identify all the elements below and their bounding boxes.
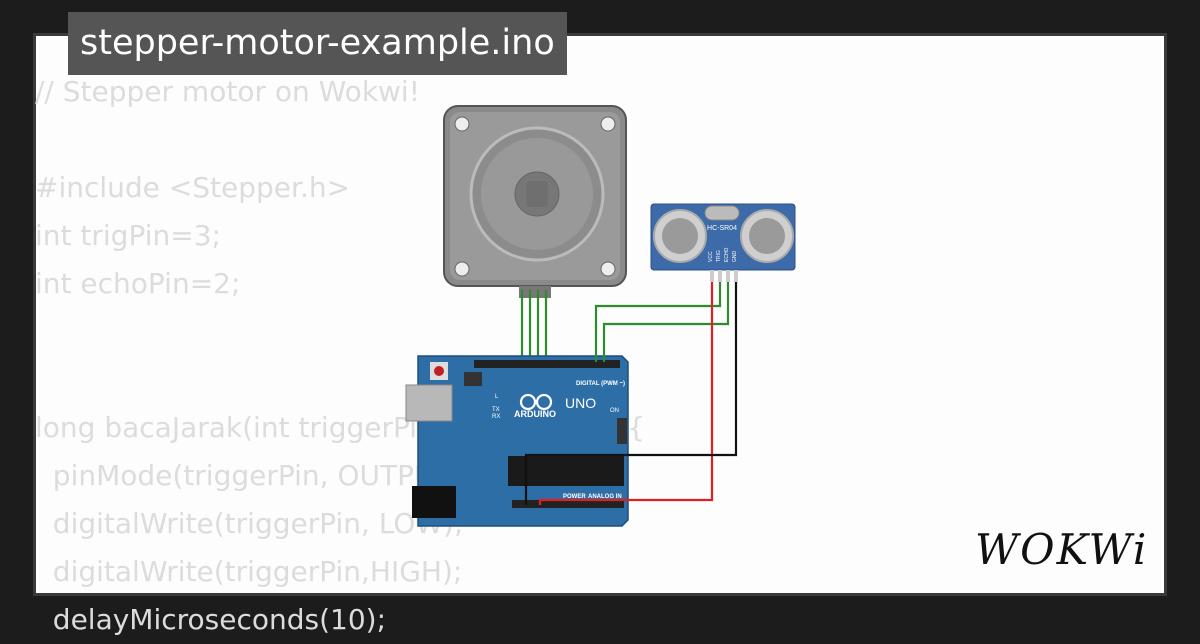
sensor-pin-label: VCC [708,251,714,262]
sensor-label: HC-SR04 [707,225,737,232]
sensor-pin-label: TRIG [716,250,722,262]
vcc-wire [538,282,714,505]
arduino-brand: ARDUINO [514,409,556,419]
code-line: int trigPin=3; [35,219,221,252]
rx-led-label: RX [492,414,500,420]
code-line: digitalWrite(triggerPin,HIGH); [35,555,463,588]
code-line: #include <Stepper.h> [35,171,351,204]
code-line: int echoPin=2; [35,267,241,300]
wokwi-logo: WOKWi [975,525,1149,574]
sensor-pin-label: ECHO [724,247,730,262]
ultrasonic-sensor[interactable]: HC-SR04 VCC TRIG ECHO GND [650,203,796,282]
circuit-diagram: HC-SR04 VCC TRIG ECHO GND DIGITAL (PWM ~… [405,105,796,527]
sensor-signal-wires [594,282,730,362]
analog-label: ANALOG IN [588,494,622,500]
gnd-wire [524,282,738,505]
stepper-motor[interactable] [443,105,627,298]
power-label: POWER [563,494,586,500]
stepper-wires [520,290,548,362]
tx-led-label: TX [492,407,500,413]
arduino-model: UNO [565,395,596,411]
sensor-pin-label: GND [732,251,738,263]
arduino-uno-board[interactable]: DIGITAL (PWM ~) ARDUINO UNO POWER ANALOG… [405,355,629,527]
l-led-label: L [495,394,499,400]
code-line: // Stepper motor on Wokwi! [35,75,420,108]
arduino-logo-icon [519,393,553,411]
project-title: stepper-motor-example.ino [68,12,567,75]
digital-header-label: DIGITAL (PWM ~) [576,381,625,387]
on-led-label: ON [610,408,619,414]
